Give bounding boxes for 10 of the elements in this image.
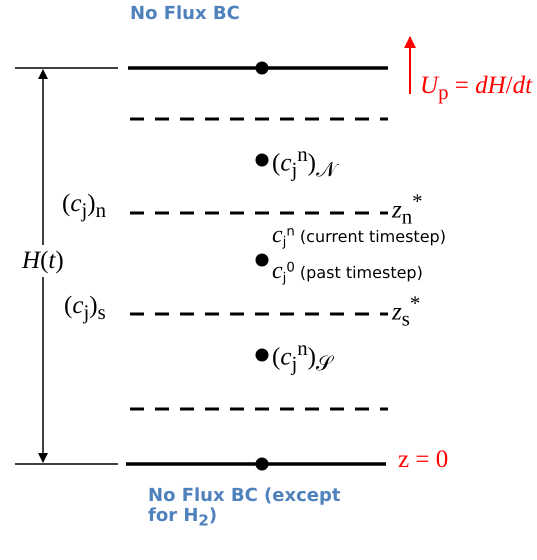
boundary-condition-label: No Flux BC xyxy=(130,4,240,24)
boundary-position-label: z = 0 xyxy=(398,446,448,474)
cell-value-label: (c$_{j}$$^{n}$)$_{𝒮}$ xyxy=(272,337,332,376)
height-label: H(t) xyxy=(22,245,64,276)
face-value-label: (c$_{j}$)$_{s}$ xyxy=(64,292,106,324)
boundary-condition-label: No Flux BC (except for H$_{2}$) xyxy=(148,486,342,529)
cell-value-label: c$_{j}$$^{0}$ (past timestep) xyxy=(272,258,423,287)
face-value-label: (c$_{j}$)$_{n}$ xyxy=(62,190,106,222)
velocity-equation: U$_{p}$ = dH/dt xyxy=(420,72,532,104)
cell-value-label: c$_{j}$$^{n}$ (current timestep) xyxy=(272,222,446,251)
